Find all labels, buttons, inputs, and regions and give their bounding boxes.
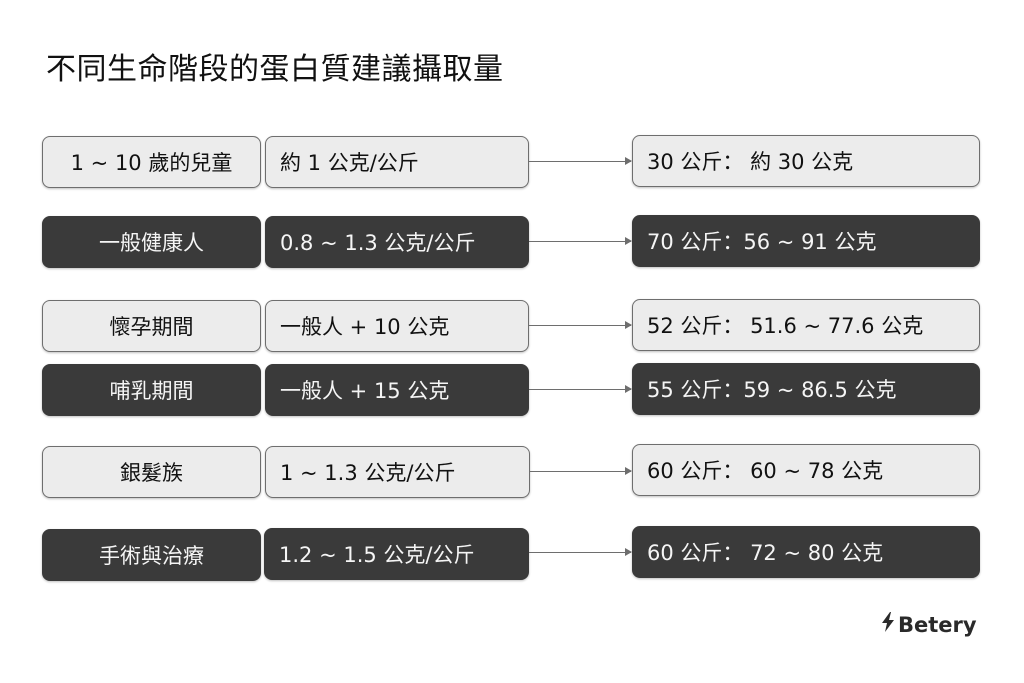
example-result-text: 55 公斤：59 ~ 86.5 公克: [647, 378, 897, 402]
group-label-text: 哺乳期間: [109, 379, 194, 403]
intake-rule-surgery-treatment: 1.2 ~ 1.5 公克/公斤: [264, 528, 529, 580]
example-result-children: 30 公斤： 約 30 公克: [632, 135, 980, 187]
arrow-connector: [529, 385, 632, 393]
intake-rule-text: 一般人 + 15 公克: [280, 379, 450, 403]
group-label-text: 一般健康人: [99, 231, 204, 255]
intake-rule-text: 一般人 + 10 公克: [280, 315, 450, 339]
example-result-surgery-treatment: 60 公斤： 72 ~ 80 公克: [632, 526, 980, 578]
lightning-bolt-icon: [880, 612, 896, 637]
intake-rule-breastfeeding: 一般人 + 15 公克: [265, 364, 529, 416]
group-label-children: 1 ~ 10 歲的兒童: [42, 136, 261, 188]
example-result-text: 70 公斤：56 ~ 91 公克: [647, 230, 877, 254]
example-result-text: 30 公斤： 約 30 公克: [647, 150, 854, 174]
intake-rule-pregnancy: 一般人 + 10 公克: [265, 300, 529, 352]
brand-name: Betery: [898, 612, 977, 637]
arrow-connector: [529, 321, 632, 329]
example-result-seniors: 60 公斤： 60 ~ 78 公克: [632, 444, 980, 496]
group-label-text: 銀髮族: [120, 461, 183, 485]
example-result-pregnancy: 52 公斤： 51.6 ~ 77.6 公克: [632, 299, 980, 351]
group-label-text: 1 ~ 10 歲的兒童: [70, 151, 233, 175]
group-label-text: 手術與治療: [99, 544, 204, 568]
intake-rule-text: 1.2 ~ 1.5 公克/公斤: [279, 543, 475, 567]
group-label-pregnancy: 懷孕期間: [42, 300, 261, 352]
example-result-text: 52 公斤： 51.6 ~ 77.6 公克: [647, 314, 924, 338]
group-label-seniors: 銀髮族: [42, 446, 261, 498]
group-label-healthy-adult: 一般健康人: [42, 216, 261, 268]
intake-rule-seniors: 1 ~ 1.3 公克/公斤: [265, 446, 530, 498]
example-result-healthy-adult: 70 公斤：56 ~ 91 公克: [632, 215, 980, 267]
example-result-breastfeeding: 55 公斤：59 ~ 86.5 公克: [632, 363, 980, 415]
intake-rule-healthy-adult: 0.8 ~ 1.3 公克/公斤: [265, 216, 529, 268]
intake-rule-text: 約 1 公克/公斤: [280, 151, 419, 175]
arrow-connector: [529, 548, 632, 556]
page-title: 不同生命階段的蛋白質建議攝取量: [46, 52, 504, 87]
example-result-text: 60 公斤： 72 ~ 80 公克: [647, 541, 884, 565]
arrow-connector: [529, 157, 632, 165]
example-result-text: 60 公斤： 60 ~ 78 公克: [647, 459, 884, 483]
brand-logo: Betery: [880, 612, 977, 637]
intake-rule-children: 約 1 公克/公斤: [265, 136, 529, 188]
arrow-connector: [529, 237, 632, 245]
intake-rule-text: 1 ~ 1.3 公克/公斤: [280, 461, 456, 485]
intake-rule-text: 0.8 ~ 1.3 公克/公斤: [280, 231, 476, 255]
arrow-connector: [530, 467, 632, 475]
group-label-breastfeeding: 哺乳期間: [42, 364, 261, 416]
group-label-text: 懷孕期間: [109, 315, 194, 339]
group-label-surgery-treatment: 手術與治療: [42, 529, 261, 581]
